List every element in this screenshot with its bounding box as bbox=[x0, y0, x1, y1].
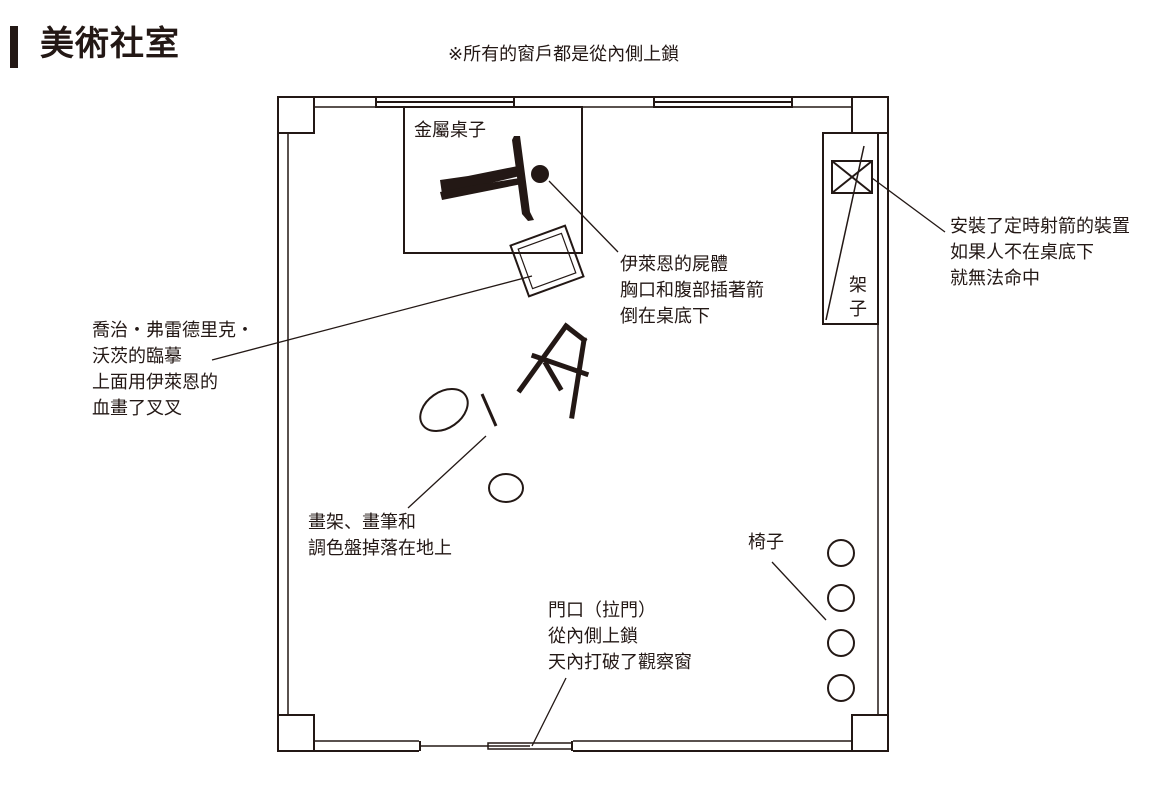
page-title: 美術社室 bbox=[40, 24, 180, 64]
door-note-line-3: 天內打破了觀察窗 bbox=[548, 652, 692, 673]
pillar-bottom-left bbox=[277, 714, 315, 752]
easel bbox=[516, 322, 590, 419]
title-accent-bar bbox=[10, 26, 18, 68]
leader-easel bbox=[407, 435, 487, 509]
painting-note: 喬治・弗雷德里克・ 沃茨的臨摹 上面用伊萊恩的 血畫了叉叉 bbox=[92, 318, 254, 422]
device-note: 安裝了定時射箭的裝置 如果人不在桌底下 就無法命中 bbox=[950, 214, 1130, 292]
body-note: 伊萊恩的屍體 胸口和腹部插著箭 倒在桌底下 bbox=[620, 252, 764, 330]
body-note-line-1: 伊萊恩的屍體 bbox=[620, 254, 728, 275]
easel-note-line-1: 畫架、畫筆和 bbox=[308, 512, 416, 533]
metal-desk bbox=[403, 106, 583, 254]
leader-body bbox=[548, 180, 619, 253]
shelf-diagonal bbox=[825, 145, 865, 321]
leader-painting bbox=[211, 275, 533, 361]
device-note-line-3: 就無法命中 bbox=[950, 268, 1040, 289]
chair-3 bbox=[827, 629, 855, 657]
door-note-line-1: 門口（拉門） bbox=[548, 600, 656, 621]
shelf-label: 架子 bbox=[849, 275, 867, 320]
painting-note-line-3: 上面用伊萊恩的 bbox=[92, 372, 218, 393]
painting-note-line-4: 血畫了叉叉 bbox=[92, 398, 182, 419]
painting-canvas bbox=[509, 224, 585, 298]
easel-note: 畫架、畫筆和 調色盤掉落在地上 bbox=[308, 510, 452, 562]
windows-locked-note: ※所有的窗戶都是從內側上鎖 bbox=[448, 44, 680, 65]
leader-device bbox=[871, 177, 946, 233]
door-note: 門口（拉門） 從內側上鎖 天內打破了觀察窗 bbox=[548, 598, 692, 676]
outer-wall bbox=[277, 96, 889, 752]
leader-door bbox=[531, 677, 567, 747]
arrow-device-box bbox=[831, 160, 873, 194]
body-note-line-3: 倒在桌底下 bbox=[620, 306, 710, 327]
device-note-line-2: 如果人不在桌底下 bbox=[950, 242, 1094, 263]
painting-note-line-1: 喬治・弗雷德里克・ bbox=[92, 320, 254, 341]
chair-4 bbox=[827, 674, 855, 702]
painting-note-line-2: 沃茨的臨摹 bbox=[92, 346, 182, 367]
chair-2 bbox=[827, 584, 855, 612]
body-note-line-2: 胸口和腹部插著箭 bbox=[620, 280, 764, 301]
arrow-device-x2 bbox=[831, 160, 873, 194]
pillar-top-left bbox=[277, 96, 315, 134]
body-silhouette bbox=[440, 136, 549, 221]
metal-desk-label: 金屬桌子 bbox=[414, 120, 486, 141]
pillar-top-right bbox=[851, 96, 889, 134]
device-note-line-1: 安裝了定時射箭的裝置 bbox=[950, 216, 1130, 237]
leader-chairs bbox=[771, 561, 827, 621]
paintbrush bbox=[480, 393, 498, 427]
palette-small bbox=[488, 473, 524, 503]
chairs-label: 椅子 bbox=[748, 532, 784, 553]
palette-large bbox=[419, 388, 469, 432]
easel-note-line-2: 調色盤掉落在地上 bbox=[308, 538, 452, 559]
sliding-door-panel-b bbox=[487, 742, 573, 750]
door-note-line-2: 從內側上鎖 bbox=[548, 626, 638, 647]
shelf bbox=[822, 132, 879, 325]
pillar-bottom-right bbox=[851, 714, 889, 752]
chair-1 bbox=[827, 539, 855, 567]
